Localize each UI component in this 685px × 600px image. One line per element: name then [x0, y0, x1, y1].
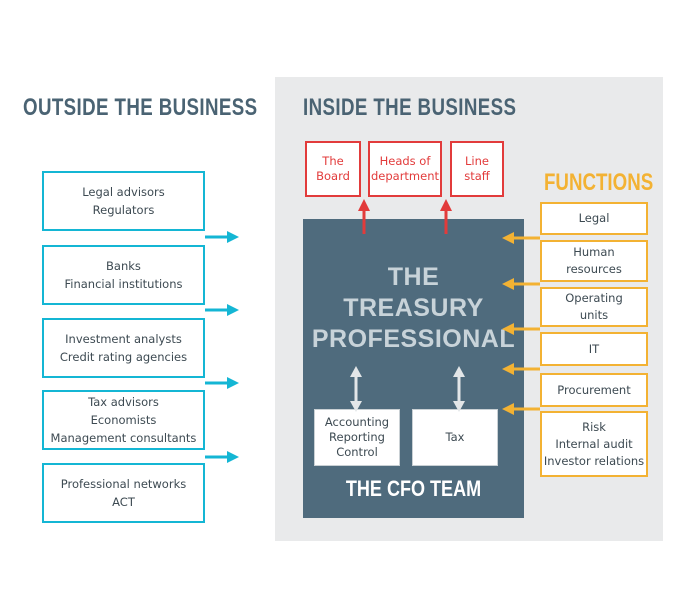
outside-box-tax-advisors: Tax advisors Economists Management consu… — [42, 390, 205, 450]
function-line: units — [579, 308, 609, 322]
function-box-human-resources: Human resources — [540, 240, 648, 282]
function-line: Investor relations — [543, 453, 645, 468]
line-staff-box: Line staff — [450, 141, 504, 197]
function-line: Risk — [582, 419, 606, 434]
heads-of-department-box: Heads of department — [368, 141, 442, 197]
outside-line: Economists — [90, 413, 157, 427]
cyan-arrow — [205, 451, 239, 463]
cfo-team-label-wrap: THE CFO TEAM — [303, 476, 524, 502]
accounting-line: Control — [336, 445, 378, 459]
inside-heading: INSIDE THE BUSINESS — [303, 94, 517, 121]
accounting-line: Accounting — [324, 415, 390, 429]
treasury-line: THE — [387, 263, 440, 291]
outside-line: Legal advisors — [82, 185, 165, 199]
function-line: IT — [588, 341, 600, 356]
outside-line: Credit rating agencies — [59, 350, 188, 364]
heads-line: Heads of — [379, 154, 431, 168]
board-box: The Board — [305, 141, 361, 197]
function-line: resources — [566, 262, 622, 276]
orange-arrow — [502, 278, 540, 290]
cfo-team-block — [303, 219, 524, 518]
red-arrow — [440, 199, 452, 234]
treasury-line: TREASURY — [343, 294, 484, 322]
outside-line: ACT — [112, 495, 135, 509]
function-box-operating-units: Operating units — [540, 287, 648, 327]
orange-arrow — [502, 403, 540, 415]
treasury-line: PROFESSIONAL — [311, 325, 516, 353]
cfo-team-label: THE CFO TEAM — [345, 476, 482, 501]
tax-line: Tax — [445, 430, 465, 444]
board-line: The — [322, 154, 344, 168]
function-line: Human — [573, 245, 615, 259]
outside-line: Professional networks — [60, 477, 187, 491]
outside-line: Tax advisors — [88, 395, 159, 409]
outside-line: Investment analysts — [65, 332, 182, 346]
outside-box-analysts: Investment analysts Credit rating agenci… — [42, 318, 205, 378]
heads-line: department — [370, 169, 440, 183]
red-arrow — [358, 199, 370, 234]
outside-line: Banks — [106, 259, 141, 273]
double-arrow — [453, 366, 465, 412]
function-line: Operating — [565, 291, 623, 305]
outside-box-banks: Banks Financial institutions — [42, 245, 205, 305]
outside-line: Financial institutions — [64, 277, 183, 291]
functions-heading: FUNCTIONS — [544, 169, 654, 196]
double-arrow — [350, 366, 362, 412]
cyan-arrow — [205, 304, 239, 316]
cyan-arrow — [205, 377, 239, 389]
accounting-line: Reporting — [329, 430, 385, 444]
treasury-professional-title: THE TREASURY PROFESSIONAL — [303, 262, 524, 355]
tax-box: Tax — [412, 409, 498, 466]
cyan-arrow — [205, 231, 239, 243]
outside-line: Management consultants — [50, 431, 197, 445]
function-line: Procurement — [557, 382, 631, 397]
accounting-box: Accounting Reporting Control — [314, 409, 400, 466]
function-line: Internal audit — [555, 436, 633, 451]
function-box-it: IT — [540, 332, 648, 366]
function-line: Legal — [578, 211, 610, 225]
orange-arrow — [502, 363, 540, 375]
orange-arrow — [502, 323, 540, 335]
function-box-procurement: Procurement — [540, 373, 648, 407]
orange-arrow — [502, 232, 540, 244]
function-box-risk: Risk Internal audit Investor relations — [540, 411, 648, 477]
outside-line: Regulators — [92, 203, 155, 217]
line-staff-line: Line — [465, 154, 489, 168]
function-box-legal: Legal — [540, 202, 648, 235]
outside-heading: OUTSIDE THE BUSINESS — [23, 94, 258, 121]
outside-box-networks: Professional networks ACT — [42, 463, 205, 523]
line-staff-line: staff — [464, 169, 490, 183]
board-line: Board — [316, 169, 350, 183]
outside-box-legal: Legal advisors Regulators — [42, 171, 205, 231]
